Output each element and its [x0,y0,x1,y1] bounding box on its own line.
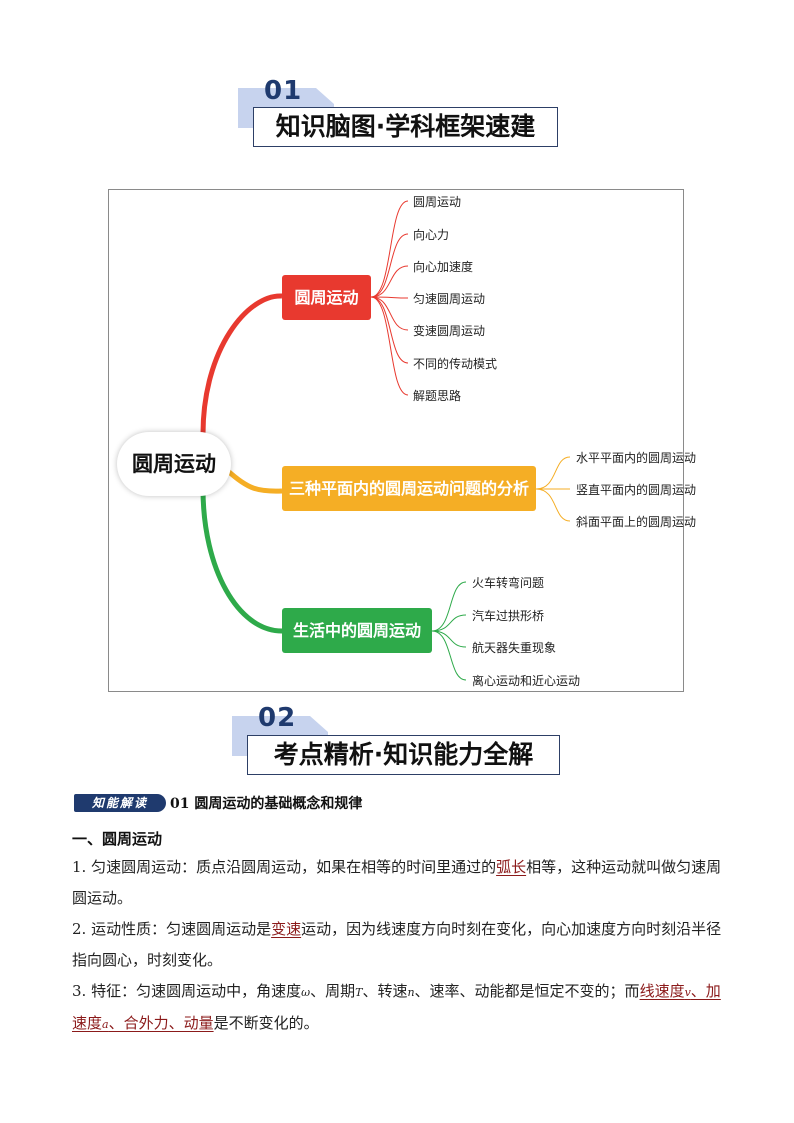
branch-2-node: 三种平面内的圆周运动问题的分析 [282,466,536,511]
branch-3-node: 生活中的圆周运动 [282,608,432,653]
p3-var-a: a [102,1018,109,1031]
mindmap-root: 圆周运动 [117,432,231,496]
leaf-3-3: 航天器失重现象 [472,641,557,655]
heading-circular-motion: 一、圆周运动 [72,830,163,848]
p3-var-v: v [684,986,691,999]
p3-underline-3: 、合外力、动量 [108,1014,214,1032]
leaf-1-7: 解题思路 [413,389,462,403]
connector-root-branch-3 [200,488,283,634]
p1-text-b: 相等，这种运动就叫做匀速周圆运动。 [72,858,722,907]
leaf-1-6: 不同的传动模式 [413,357,498,371]
p3-underline-1: 线速度 [639,982,685,1000]
branch-1-leaf-lines [370,200,409,396]
p2-underline: 变速 [271,920,302,938]
section-1-number: 01 [264,76,303,106]
connector-root-branch-1 [200,293,283,435]
paragraph-1: 1. 匀速圆周运动：质点沿圆周运动，如果在相等的时间里通过的弧长相等，这种运动就… [72,852,727,914]
leaf-1-5: 变速圆周运动 [413,324,486,338]
leaf-1-4: 匀速圆周运动 [413,292,486,306]
section-2-number: 02 [258,703,297,733]
leaf-3-4: 离心运动和近心运动 [472,674,581,688]
leaf-3-1: 火车转弯问题 [472,576,545,590]
p3-var-n: n [407,986,415,999]
connector-root-branch-2 [226,469,283,494]
leaf-1-3: 向心加速度 [413,260,474,274]
p3-text-d: 、速率、动能都是恒定不变的；而 [414,982,640,1000]
p3-underline-2: 、加速度 [72,982,721,1032]
p1-text-a: 1. 匀速圆周运动：质点沿圆周运动，如果在相等的时间里通过的 [72,858,497,876]
p3-text-e: 是不断变化的。 [213,1014,319,1032]
p3-var-T: T [355,986,363,999]
branch-2-leaf-lines [535,456,571,522]
subsection-title: 01 圆周运动的基础概念和规律 [170,796,363,812]
knowledge-badge: 知能解读 [74,794,166,812]
leaf-1-2: 向心力 [413,228,450,242]
p3-text-b: 、周期 [310,982,356,1000]
p1-underline: 弧长 [496,858,527,876]
p2-text-b: 运动，因为线速度方向时刻在变化，向心加速度方向时刻沿半径指向圆心，时刻变化。 [72,920,722,969]
section-2-title: 考点精析·知识能力全解 [247,735,560,775]
p3-var-omega: ω [301,986,311,999]
paragraph-3: 3. 特征：匀速圆周运动中，角速度ω、周期T、转速n、速率、动能都是恒定不变的；… [72,976,727,1040]
p3-text-a: 3. 特征：匀速圆周运动中，角速度 [72,982,302,1000]
section-1-title: 知识脑图·学科框架速建 [253,107,558,147]
p3-text-c: 、转速 [362,982,408,1000]
mindmap-connectors [200,200,571,681]
leaf-2-2: 竖直平面内的圆周运动 [576,483,697,497]
branch-1-node: 圆周运动 [282,275,371,320]
leaf-1-1: 圆周运动 [413,195,462,209]
p2-text-a: 2. 运动性质：匀速圆周运动是 [72,920,272,938]
leaf-2-1: 水平平面内的圆周运动 [576,451,697,465]
leaf-3-2: 汽车过拱形桥 [472,609,545,623]
mindmap-frame [108,189,684,692]
leaf-2-3: 斜面平面上的圆周运动 [576,515,697,529]
branch-3-leaf-lines [431,581,467,681]
paragraph-2: 2. 运动性质：匀速圆周运动是变速运动，因为线速度方向时刻在变化，向心加速度方向… [72,914,727,976]
